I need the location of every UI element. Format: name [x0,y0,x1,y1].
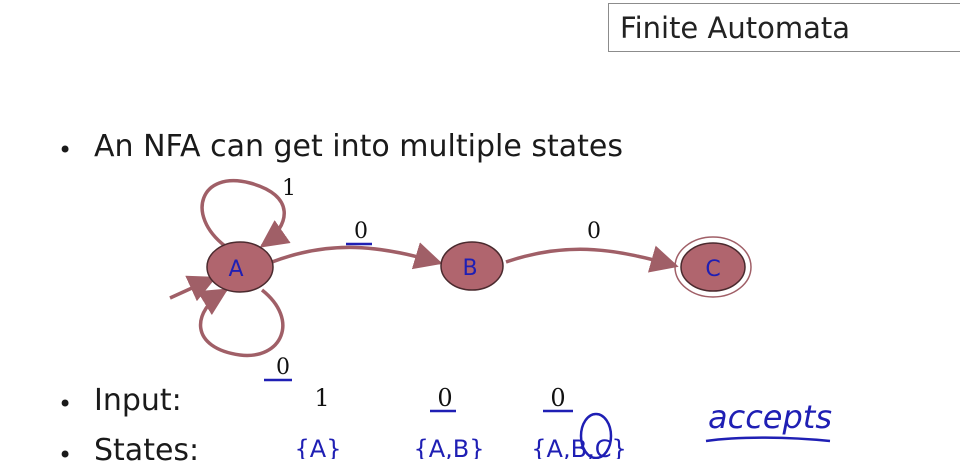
title-box: Finite Automata [608,3,960,52]
transition-label-loop-0: 0 [276,355,290,380]
input-symbol-2: 0 [437,384,452,412]
transition-label-a-b: 0 [354,219,368,244]
edge-b-c [505,245,679,273]
state-set-1: {A} [295,435,342,459]
bullet-marker-2: • [58,390,73,418]
bullet-nfa-text: An NFA can get into multiple states [94,129,623,164]
state-b-node: B [440,241,504,291]
input-symbol-1: 1 [314,384,329,412]
transition-label-b-c: 0 [587,219,601,244]
nfa-diagram: A B C 1 0 0 0 1 0 0 {A} {A,B} {A,B,C} ac… [169,176,832,459]
accept-state-circle [579,412,613,459]
state-set-2: {A,B} [413,435,484,459]
state-b-label: B [462,256,477,281]
input-symbol-3: 0 [550,384,565,412]
bullet-input-label: Input: [94,383,182,418]
state-c-node: C [674,236,752,298]
slide-title: Finite Automata [620,11,850,45]
result-accepts: accepts [708,398,832,436]
bullet-marker-1: • [58,136,73,164]
state-a-label: A [228,257,243,282]
edge-a-b [271,242,443,270]
state-set-3: {A,B,C} [531,435,626,459]
result-underline [705,436,831,443]
state-c-label: C [705,257,720,282]
self-loop-bottom-edge [197,288,285,358]
transition-label-loop-1: 1 [282,176,296,201]
self-loop-top-edge [200,179,291,248]
state-a-node: A [206,241,274,293]
start-arrow [169,275,217,302]
